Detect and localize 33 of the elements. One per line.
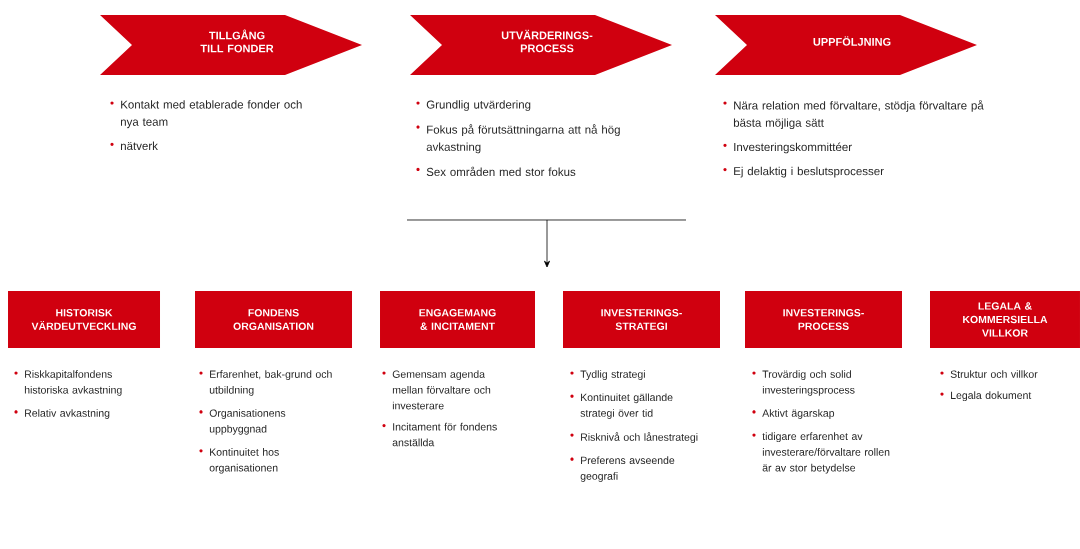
bullet-item: nätverk [110, 141, 158, 150]
bullet-item: Struktur och villkor [940, 370, 1038, 378]
bullet-item: Kontinuitet hos organisationen [199, 448, 279, 474]
chevron: UPPFÖLJNING [715, 15, 977, 75]
bullet-item: Investeringskommittéer [723, 142, 852, 154]
bullet-item: Organisationens uppbyggnad [199, 409, 286, 435]
bullet-item: Incitament för fondens anställda [382, 422, 497, 447]
bullet-item: Riskkapitalfondens historiska avkastning [14, 370, 122, 396]
bullet-item: Risknivå och lånestrategi [570, 432, 698, 443]
bullet-item: Sex områden med stor fokus [416, 166, 576, 176]
bullet-item: Kontinuitet gällande strategi över tid [570, 393, 673, 419]
chevron: TILLGÅNG TILL FONDER [100, 15, 362, 75]
header-box: INVESTERINGS-STRATEGI [563, 291, 720, 348]
bullet-item: Preferens avseende geografi [570, 456, 675, 482]
chevron: UTVÄRDERINGS-PROCESS [410, 15, 672, 75]
bullet-item: Grundlig utvärdering [416, 100, 531, 111]
bullet-item: Gemensam agenda mellan förvaltare och investerare [382, 370, 491, 410]
bullet-item: Fokus på förutsättningarna att nå hög avkastning [416, 124, 620, 154]
header-box: INVESTERINGS-PROCESS [745, 291, 902, 348]
bullet-item: Tydlig strategi [570, 370, 645, 380]
bullet-item: Erfarenhet, bak-grund och utbildning [199, 370, 332, 396]
bullet-item: Kontakt med etablerade fonder och nya team [110, 100, 302, 129]
bullet-item: Aktivt ägarskap [752, 409, 835, 419]
bullet-item: Relativ avkastning [14, 409, 110, 419]
header-box: HISTORISK VÄRDEUTVECKLING [8, 291, 160, 348]
bullet-item: Legala dokument [940, 391, 1032, 402]
header-box: ENGAGEMANG & INCITAMENT [380, 291, 535, 348]
bullet-item: Nära relation med förvaltare, stödja förvaltare på bästa möjliga sätt [723, 100, 984, 130]
header-box: LEGALA & KOMMERSIELLA VILLKOR [930, 291, 1080, 348]
bullet-item: tidigare erfarenhet av investerare/förvaltare rollen är av stor betydelse [752, 432, 890, 474]
bullet-item: Ej delaktig i beslutsprocesser [723, 166, 884, 178]
bullet-item: Trovärdig och solid investeringsprocess [752, 370, 855, 396]
header-box: FONDENS ORGANISATION [195, 291, 352, 348]
